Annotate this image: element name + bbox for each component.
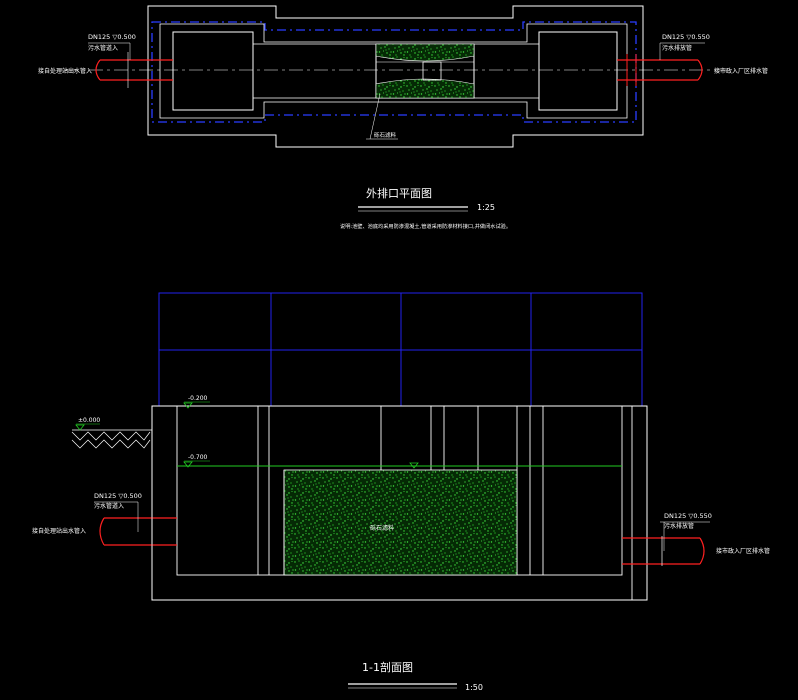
section-ground-hatch [71,429,152,449]
section-left-pipe [99,516,177,547]
section-fill-label: 砾石滤料 [370,524,394,532]
section-scale: 1:50 [465,683,483,692]
plan-scale: 1:25 [477,203,495,212]
section-right-pipe [622,536,705,566]
water-level-icon [409,462,419,469]
ground-level-text: ±0.000 [78,417,100,424]
water-level-mark-icon [183,461,193,468]
section-title: 1-1剖面图 [362,660,413,674]
top-level-text: -0.200 [188,395,208,402]
plan-view: DN125 ▽0.500 污水管道入 接自处理站出水管入 DN125 ▽0.55… [38,5,768,148]
section-blue-grid [158,292,643,407]
section-right-pipe-label: 污水排放管 [664,522,694,530]
plan-right-pipe [617,54,703,86]
plan-right-pipe-dn: DN125 ▽0.550 [662,33,710,41]
section-right-side-label: 接市政入厂区排水管 [716,547,770,555]
plan-left-chamber [172,31,254,111]
plan-right-side-label: 接市政入厂区排水管 [714,67,768,75]
plan-fill-label: 砾石滤料 [374,131,397,139]
section-view: ±0.000 -0.200 -0.700 DN125 ▽0.500 污水管道入 … [32,292,770,601]
plan-outer-wall [147,5,644,148]
plan-title: 外排口平面图 [366,186,432,200]
plan-filter-core [422,61,442,81]
plan-left-pipe-label: 污水管道入 [88,44,118,52]
plan-filter-gravel-top [375,43,475,62]
section-gravel-fill [283,469,518,576]
section-left-pipe-label: 污水管道入 [94,502,124,510]
section-left-side-label: 接自处理站出水管入 [32,527,86,535]
plan-dashed-outline [151,21,637,123]
section-right-pipe-dn: DN125 ▽0.550 [664,512,712,520]
plan-filter-gravel-bottom [375,78,475,99]
section-left-pipe-dn: DN125 ▽0.500 [94,492,142,500]
plan-left-side-label: 接自处理站出水管入 [38,67,92,75]
plan-inner-wall [159,23,628,119]
section-level-marks: ±0.000 -0.200 -0.700 [75,395,210,468]
plan-left-pipe [95,52,173,88]
top-level-icon [183,402,193,409]
plan-note: 说明:池壁、池底均采用防渗混凝土,管道采用防渗材料接口,并做闭水试验。 [340,222,511,230]
plan-left-pipe-dn: DN125 ▽0.500 [88,33,136,41]
plan-right-pipe-label: 污水排放管 [662,44,692,52]
plan-right-chamber [538,31,618,111]
water-level-text: -0.700 [188,454,208,461]
ground-level-icon [75,424,85,431]
